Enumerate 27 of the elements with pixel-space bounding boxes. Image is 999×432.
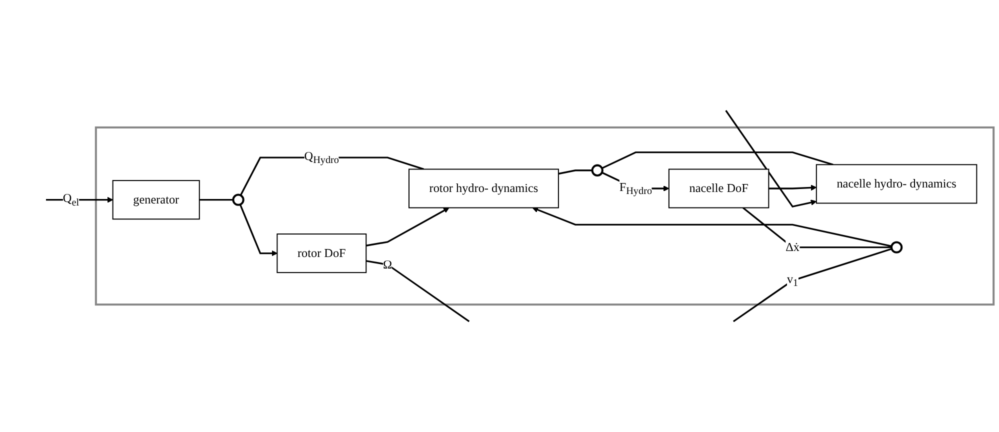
- node-box: nacelle DoF: [668, 168, 770, 208]
- edge-label: Q$_{el}$: [62, 191, 80, 208]
- arrow: [532, 206, 892, 248]
- connector: [602, 151, 834, 169]
- node-box: nacelle hydro- dynamics: [816, 164, 978, 204]
- cluster: [94, 126, 995, 306]
- node-circle: [890, 241, 903, 254]
- connector: [732, 248, 892, 322]
- node-box: rotor hydro- dynamics: [408, 168, 559, 208]
- arrow: [46, 196, 114, 203]
- edge-label: F$_{Hydro}$: [619, 180, 652, 197]
- arrow: [366, 208, 450, 246]
- connector: [366, 260, 470, 322]
- connector: [742, 207, 892, 248]
- edge-label: v$_{1}$: [786, 272, 798, 289]
- connector: [199, 198, 234, 201]
- arrow: [725, 110, 817, 208]
- arrow: [239, 204, 278, 256]
- node-box: rotor DoF: [276, 234, 367, 274]
- edge-label: Δẋ: [786, 240, 800, 254]
- edge-label: Q$_{Hydro}$: [304, 149, 340, 166]
- node-circle: [591, 164, 604, 176]
- node-box: generator: [112, 180, 200, 220]
- node-circle: [232, 194, 244, 206]
- arrow: [768, 184, 817, 191]
- connector: [558, 170, 592, 175]
- edge-label: Ω: [383, 258, 392, 272]
